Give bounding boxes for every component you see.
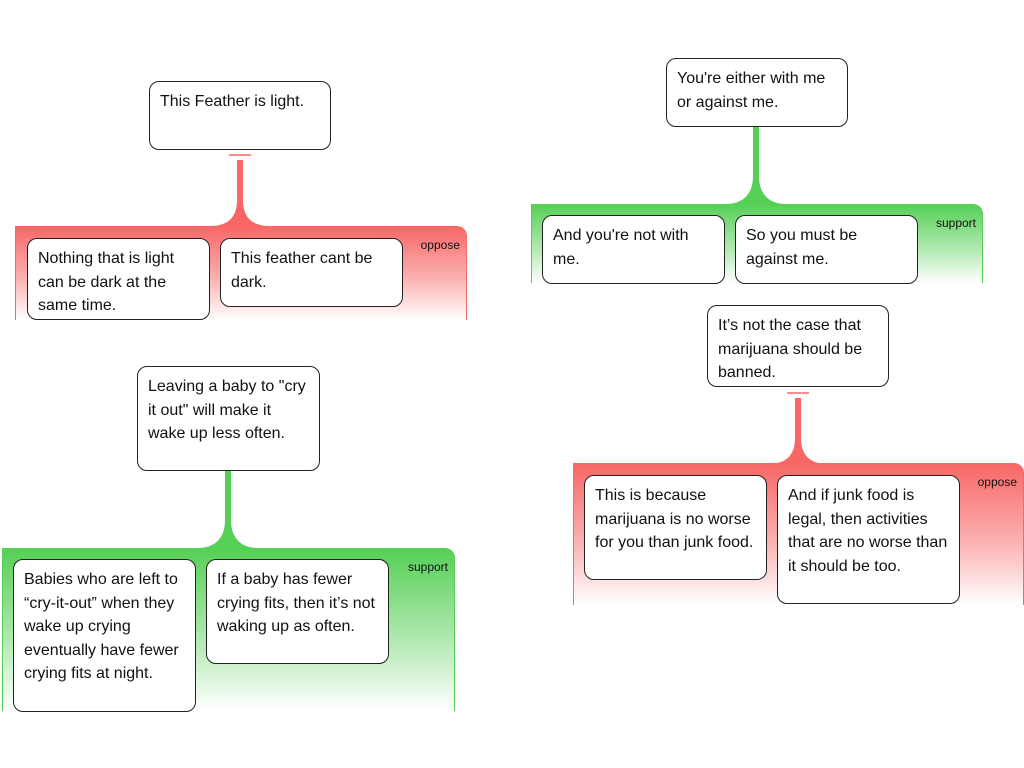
reason-box[interactable]: So you must be against me. bbox=[735, 215, 918, 284]
claim-box[interactable]: It’s not the case that marijuana should … bbox=[707, 305, 889, 387]
reason-box[interactable]: This feather cant be dark. bbox=[220, 238, 403, 307]
oppose-label: oppose bbox=[977, 475, 1017, 489]
support-connector bbox=[726, 124, 786, 204]
reason-box[interactable]: And if junk food is legal, then activiti… bbox=[777, 475, 960, 604]
reason-box[interactable]: Nothing that is light can be dark at the… bbox=[27, 238, 210, 320]
claim-box[interactable]: This Feather is light. bbox=[149, 81, 331, 150]
oppose-label: oppose bbox=[420, 238, 460, 252]
claim-box[interactable]: You're either with me or against me. bbox=[666, 58, 848, 127]
support-label: support bbox=[935, 216, 976, 230]
reason-box[interactable]: If a baby has fewer crying fits, then it… bbox=[206, 559, 389, 664]
support-connector bbox=[198, 468, 258, 548]
support-label: support bbox=[407, 560, 448, 574]
reason-box[interactable]: And you're not with me. bbox=[542, 215, 725, 284]
reason-box[interactable]: Babies who are left to “cry-it-out” when… bbox=[13, 559, 196, 712]
reason-box[interactable]: This is because marijuana is no worse fo… bbox=[584, 475, 767, 580]
oppose-connector bbox=[768, 392, 828, 464]
oppose-connector bbox=[210, 154, 270, 226]
claim-box[interactable]: Leaving a baby to "cry it out" will make… bbox=[137, 366, 320, 471]
